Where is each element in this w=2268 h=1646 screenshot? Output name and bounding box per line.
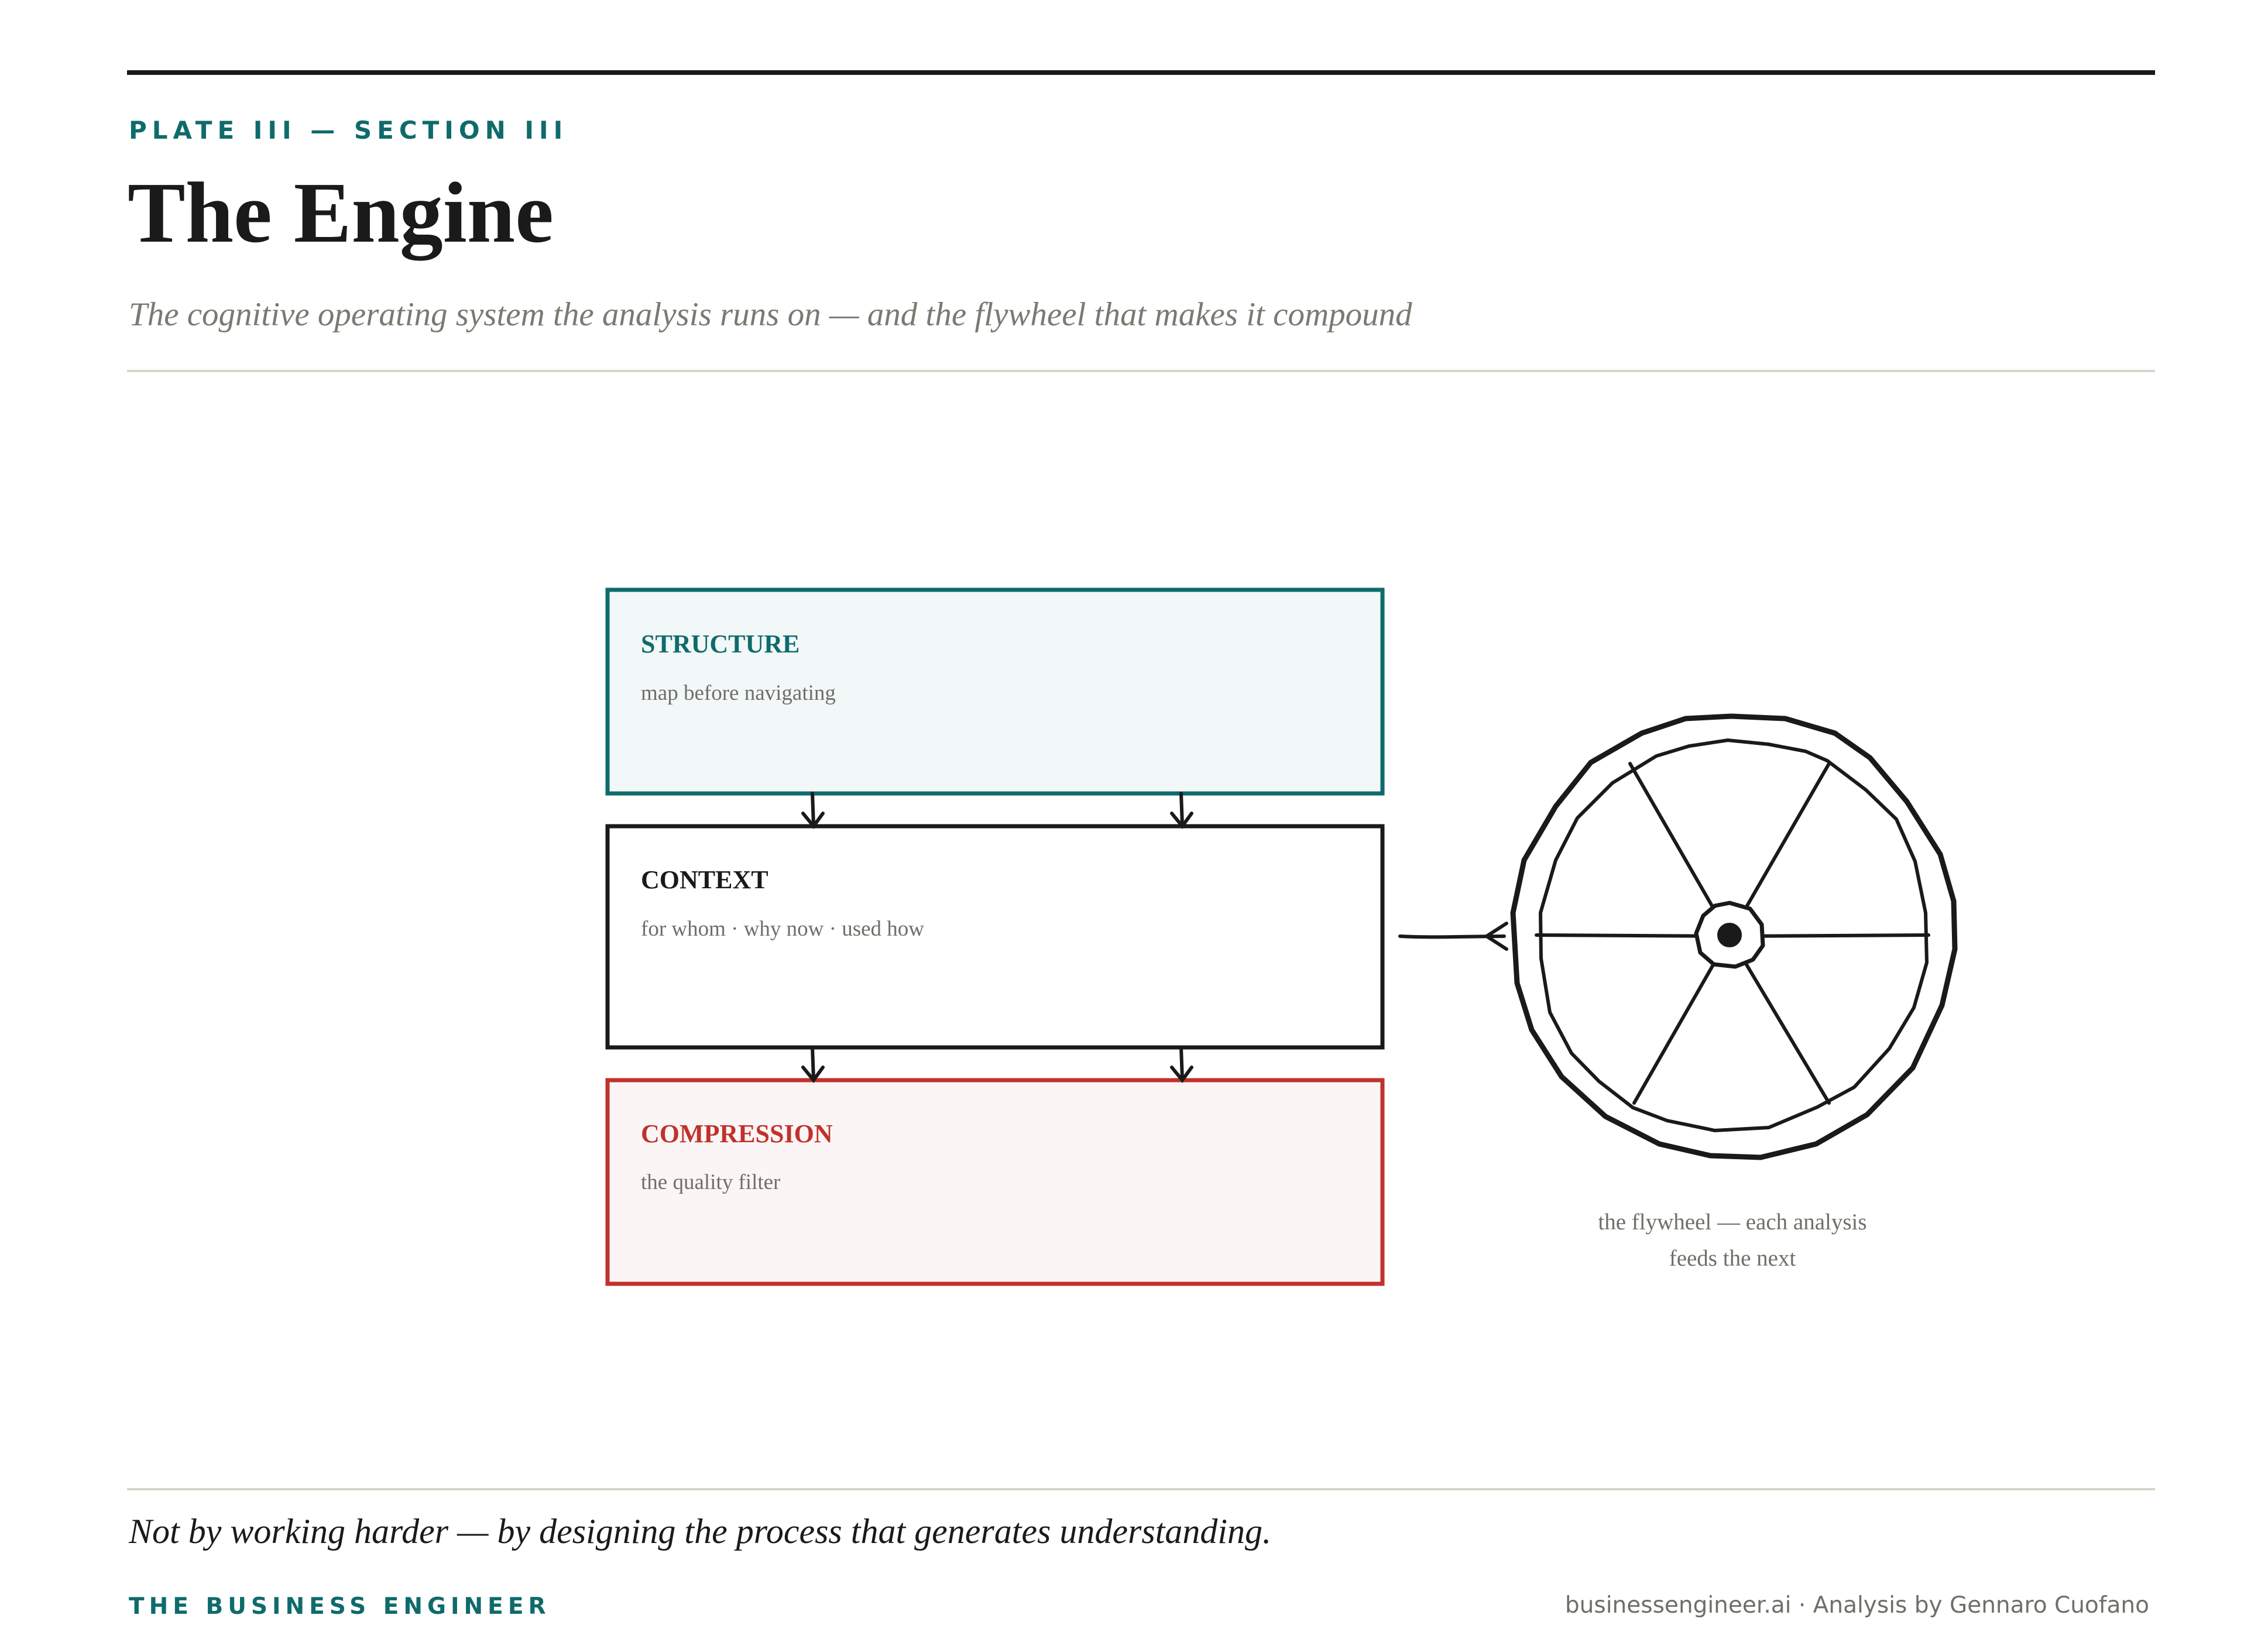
arrow-structure-to-context-right <box>1170 792 1193 829</box>
structure-block <box>605 587 1385 796</box>
page-subtitle: The cognitive operating system the analy… <box>129 296 1412 333</box>
page-title: The Engine <box>128 165 554 261</box>
top-rule <box>127 70 2155 75</box>
arrow-context-to-compression-right <box>1170 1046 1193 1083</box>
context-block <box>605 824 1385 1050</box>
context-subtitle: for whom · why now · used how <box>641 917 925 941</box>
compression-subtitle: the quality filter <box>641 1170 781 1194</box>
compression-title: COMPRESSION <box>641 1119 833 1148</box>
flywheel-caption-line-2: feeds the next <box>1669 1246 1796 1271</box>
footer-divider <box>127 1488 2155 1490</box>
footer-credit: businessengineer.ai · Analysis by Gennar… <box>1564 1592 2149 1618</box>
context-title: CONTEXT <box>641 865 768 894</box>
brand-name: THE BUSINESS ENGINEER <box>129 1593 551 1620</box>
plate-kicker: PLATE III — SECTION III <box>129 116 568 145</box>
flywheel-caption: the flywheel — each analysis feeds the n… <box>1533 1204 1931 1277</box>
structure-title: STRUCTURE <box>641 630 800 658</box>
flywheel-icon <box>1510 713 1958 1160</box>
compression-block <box>605 1078 1385 1286</box>
structure-subtitle: map before navigating <box>641 681 836 705</box>
header-divider <box>127 370 2155 372</box>
arrow-context-to-compression-left <box>801 1046 825 1083</box>
footer-tagline: Not by working harder — by designing the… <box>129 1512 1272 1551</box>
flywheel-caption-line-1: the flywheel — each analysis <box>1598 1209 1867 1235</box>
flywheel-connector-arrow <box>1398 922 1508 951</box>
arrow-structure-to-context-left <box>801 792 825 829</box>
